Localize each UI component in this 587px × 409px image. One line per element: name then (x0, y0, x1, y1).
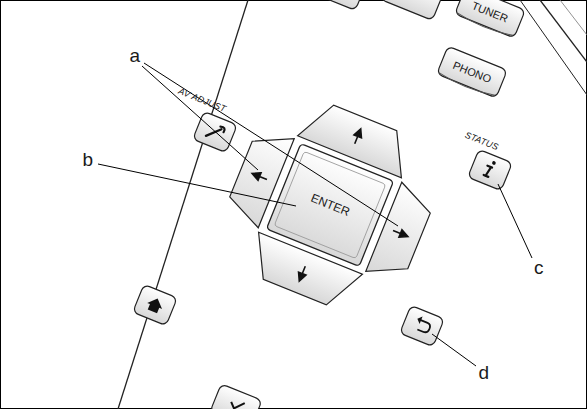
arrow-glyph (296, 265, 309, 283)
button-shape (400, 305, 445, 346)
remote-edge (560, 0, 587, 35)
button-caption: STATUS (463, 130, 500, 153)
info-icon (484, 166, 492, 177)
callout-letter: b (83, 150, 94, 170)
button (436, 46, 507, 99)
button (303, 0, 366, 10)
callout-letter: d (479, 363, 490, 383)
callout-letter: a (130, 46, 141, 66)
leader-line (432, 334, 476, 366)
direction-pad (206, 82, 454, 328)
leader-line (498, 184, 532, 258)
return-icon (416, 320, 431, 334)
check-icon (229, 398, 244, 409)
leader-line (144, 63, 398, 226)
leader-line (98, 164, 296, 206)
info-icon (492, 161, 497, 166)
button (380, 0, 443, 20)
button-shape (380, 0, 443, 20)
button-shape (303, 0, 366, 10)
remote-edge (118, 0, 248, 409)
enter-key (266, 144, 393, 267)
button (400, 305, 445, 346)
arrow-glyph (251, 170, 269, 183)
button (454, 0, 525, 39)
arrow-glyph (392, 227, 410, 240)
remote-edge (540, 0, 587, 62)
button (133, 284, 178, 325)
button (210, 384, 262, 409)
button-shape (455, 0, 526, 38)
home-icon (145, 296, 165, 315)
remote-edge (520, 0, 587, 95)
button-shape (210, 384, 262, 409)
return-icon (416, 315, 423, 324)
button-shape (133, 284, 178, 325)
button-shape (468, 149, 513, 190)
arrow-glyph (351, 127, 364, 145)
leader-line (142, 66, 258, 170)
button (468, 149, 513, 190)
button-shape (437, 46, 508, 98)
callout-letter: c (534, 258, 544, 278)
